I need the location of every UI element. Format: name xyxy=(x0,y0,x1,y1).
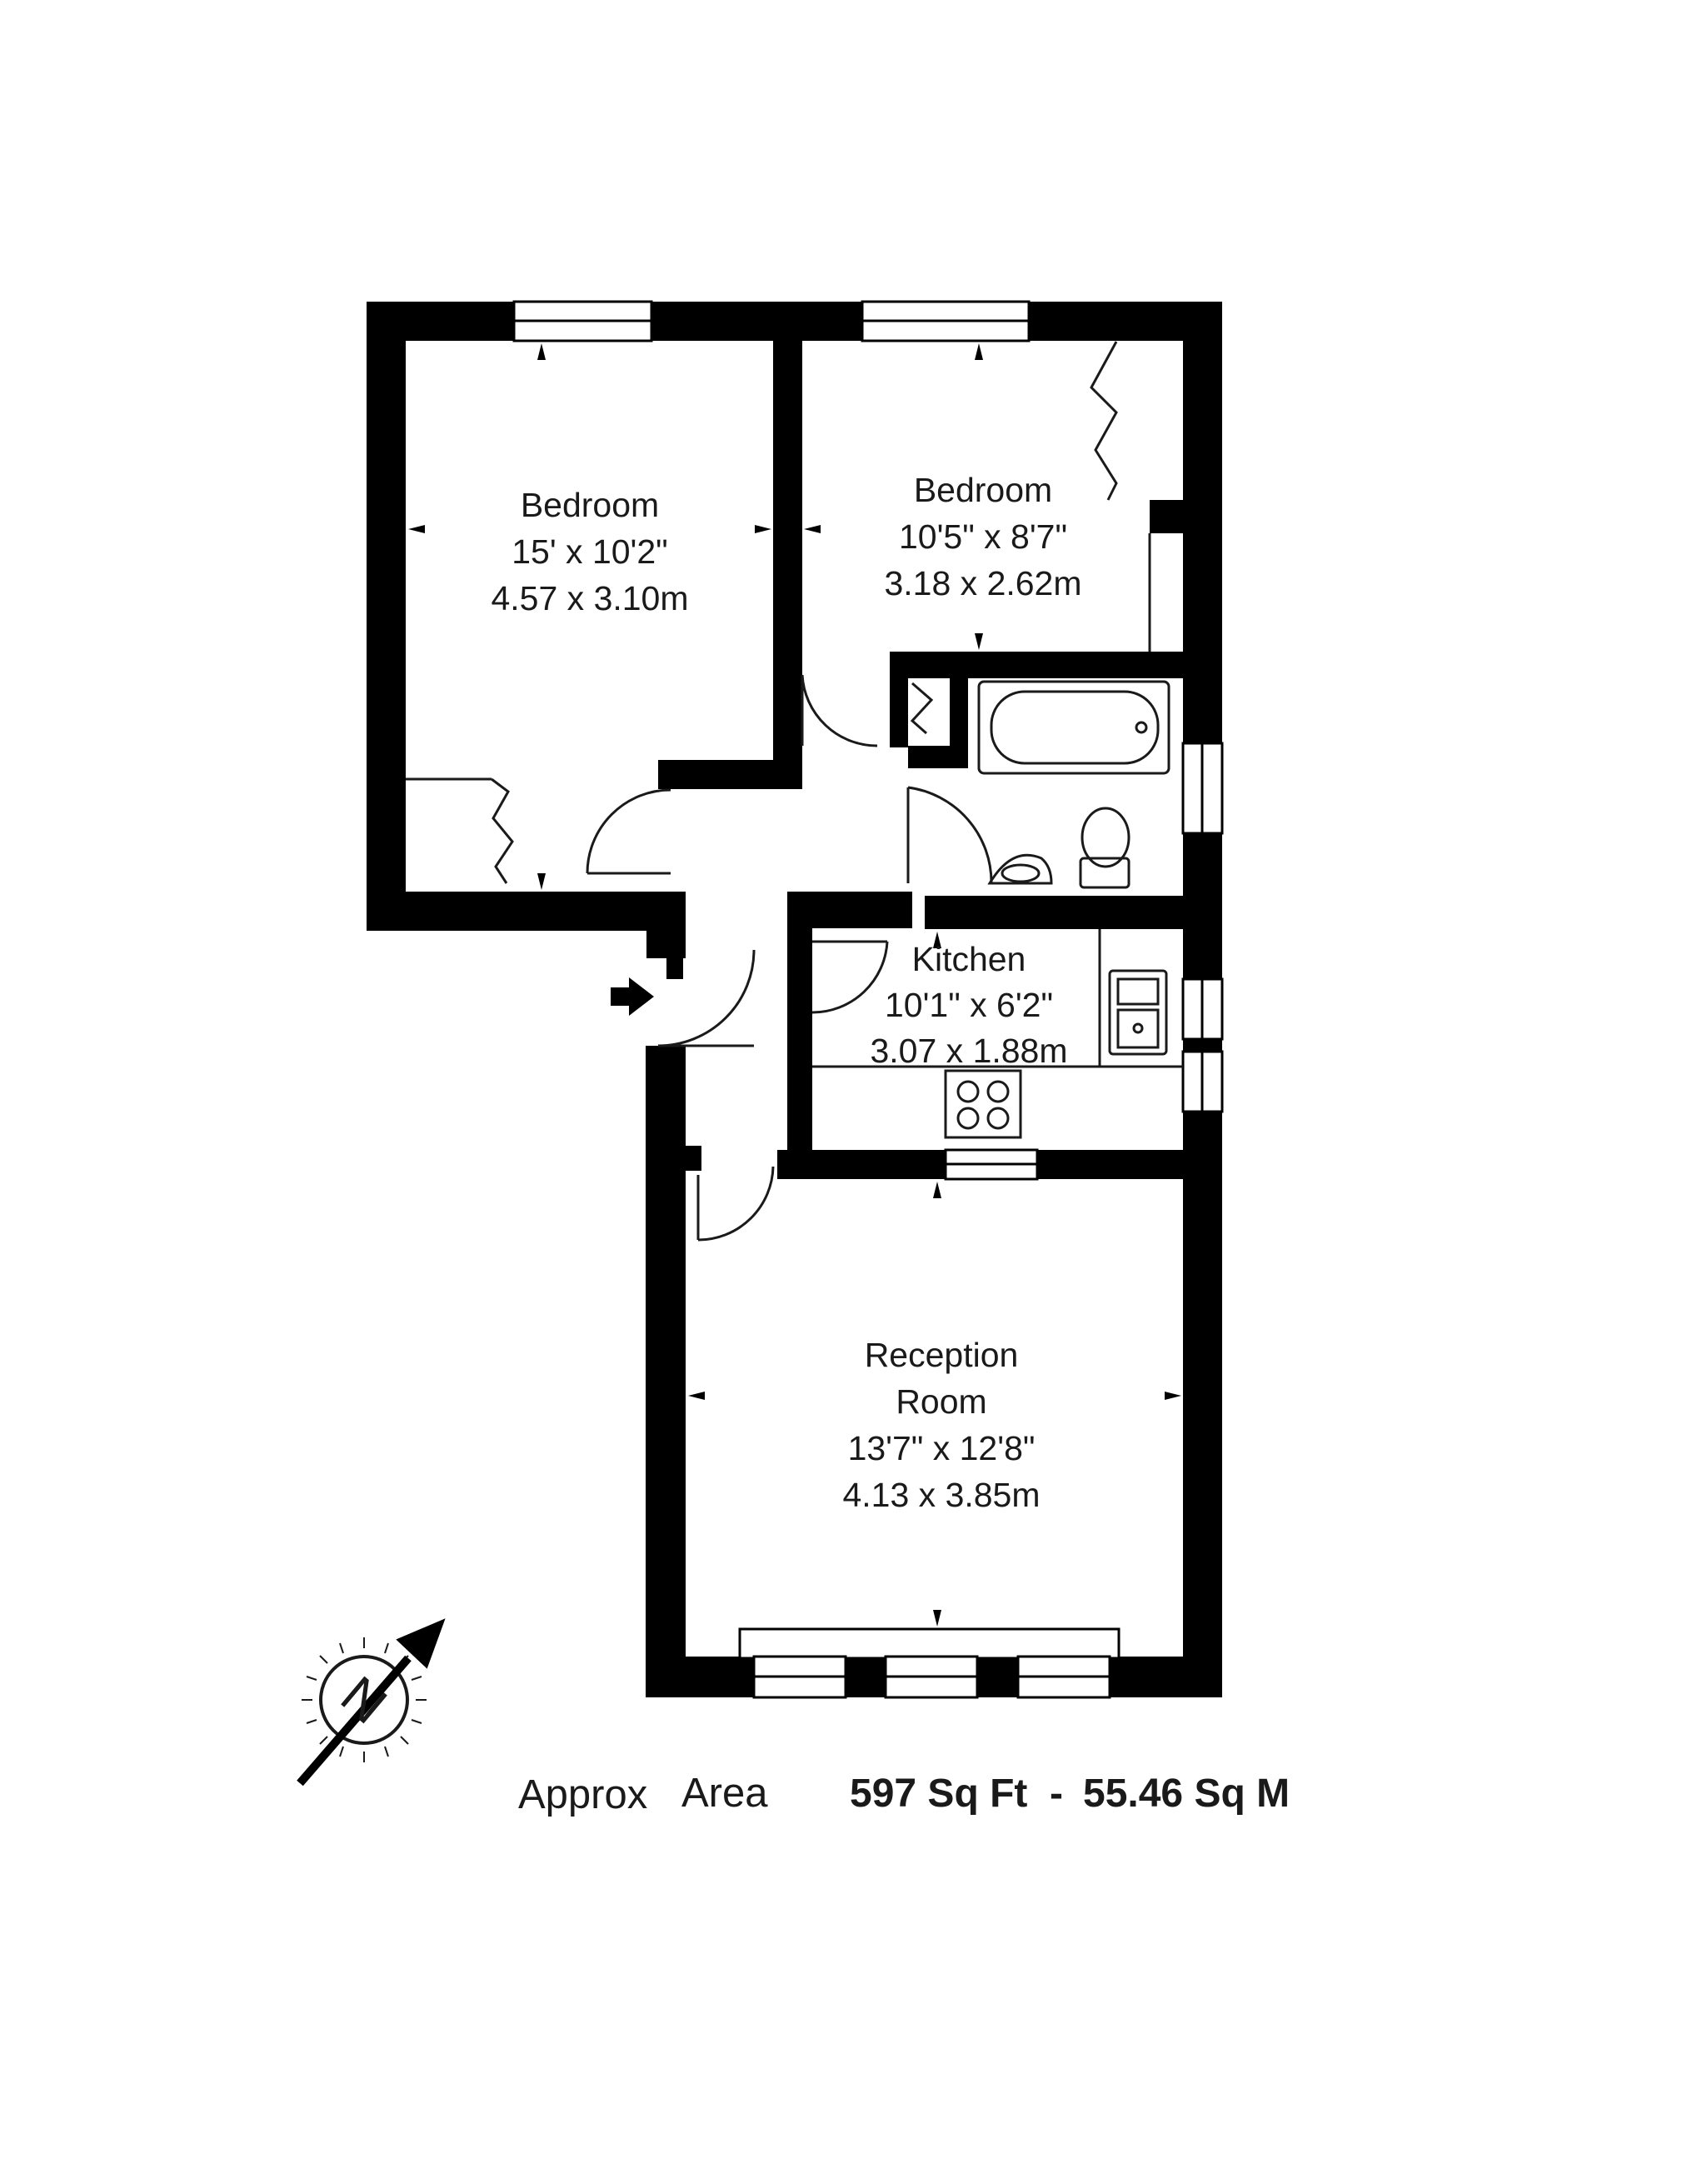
room-metric: 3.07 x 1.88m xyxy=(870,1032,1067,1070)
room-bedroom-2-label: Bedroom 10'5" x 8'7" 3.18 x 2.62m xyxy=(884,471,1081,602)
area-sq-m: 55.46 Sq M xyxy=(1083,1772,1290,1816)
room-metric: 4.13 x 3.85m xyxy=(842,1476,1040,1514)
window-bedroom-2 xyxy=(861,300,1031,342)
sink-icon xyxy=(1108,969,1168,1056)
room-name: Bedroom xyxy=(914,471,1052,509)
room-imperial: 10'5" x 8'7" xyxy=(899,517,1067,556)
fixtures xyxy=(812,680,1183,1139)
door-kitchen xyxy=(811,940,889,1014)
room-name-line1: Reception xyxy=(865,1336,1019,1374)
area-label-approx: Approx xyxy=(518,1772,647,1817)
window-bedroom-1 xyxy=(512,300,653,342)
room-reception-label: Reception Room 13'7" x 12'8" 4.13 x 3.85… xyxy=(842,1336,1040,1514)
area-separator: - xyxy=(1050,1772,1063,1816)
window-reception-bay xyxy=(738,1627,1121,1699)
area-sq-ft: 597 Sq Ft xyxy=(850,1772,1027,1816)
compass-letter: N xyxy=(330,1665,398,1736)
window-kitchen-internal xyxy=(944,1148,1039,1181)
bathtub-icon xyxy=(977,680,1170,775)
door-reception xyxy=(696,1166,775,1242)
dimension-markers xyxy=(408,343,1181,1627)
room-name-line2: Room xyxy=(896,1382,986,1421)
room-bedroom-1-label: Bedroom 15' x 10'2" 4.57 x 3.10m xyxy=(491,486,688,617)
compass-north-icon xyxy=(297,1618,446,1787)
walls xyxy=(367,302,1222,1697)
room-metric: 4.57 x 3.10m xyxy=(491,579,688,617)
room-imperial: 13'7" x 12'8" xyxy=(848,1429,1036,1467)
basin-icon xyxy=(987,853,1053,885)
doors xyxy=(586,674,993,1242)
door-bedroom-1 xyxy=(586,788,671,875)
toilet-icon xyxy=(1079,807,1130,889)
window-bathroom xyxy=(1181,742,1224,835)
room-imperial: 10'1" x 6'2" xyxy=(885,986,1053,1024)
area-summary: Approx Area 597 Sq Ft - 55.46 Sq M xyxy=(518,1771,1290,1817)
entrance-arrow-icon xyxy=(611,977,654,1016)
door-entrance xyxy=(657,949,756,1047)
wardrobes xyxy=(406,341,1151,884)
room-metric: 3.18 x 2.62m xyxy=(884,564,1081,602)
kitchen-worktop xyxy=(812,929,1183,1068)
room-name: Bedroom xyxy=(521,486,659,524)
window-kitchen-2 xyxy=(1181,1050,1224,1113)
area-label-area: Area xyxy=(681,1771,768,1816)
windows xyxy=(512,300,1224,1699)
window-kitchen-1 xyxy=(1181,977,1224,1041)
hob-icon xyxy=(944,1069,1022,1139)
room-name: Kitchen xyxy=(912,940,1026,978)
door-bathroom xyxy=(906,786,993,884)
room-kitchen-label: Kitchen 10'1" x 6'2" 3.07 x 1.88m xyxy=(870,940,1067,1070)
room-imperial: 15' x 10'2" xyxy=(512,532,668,571)
door-bedroom-2 xyxy=(801,674,878,747)
